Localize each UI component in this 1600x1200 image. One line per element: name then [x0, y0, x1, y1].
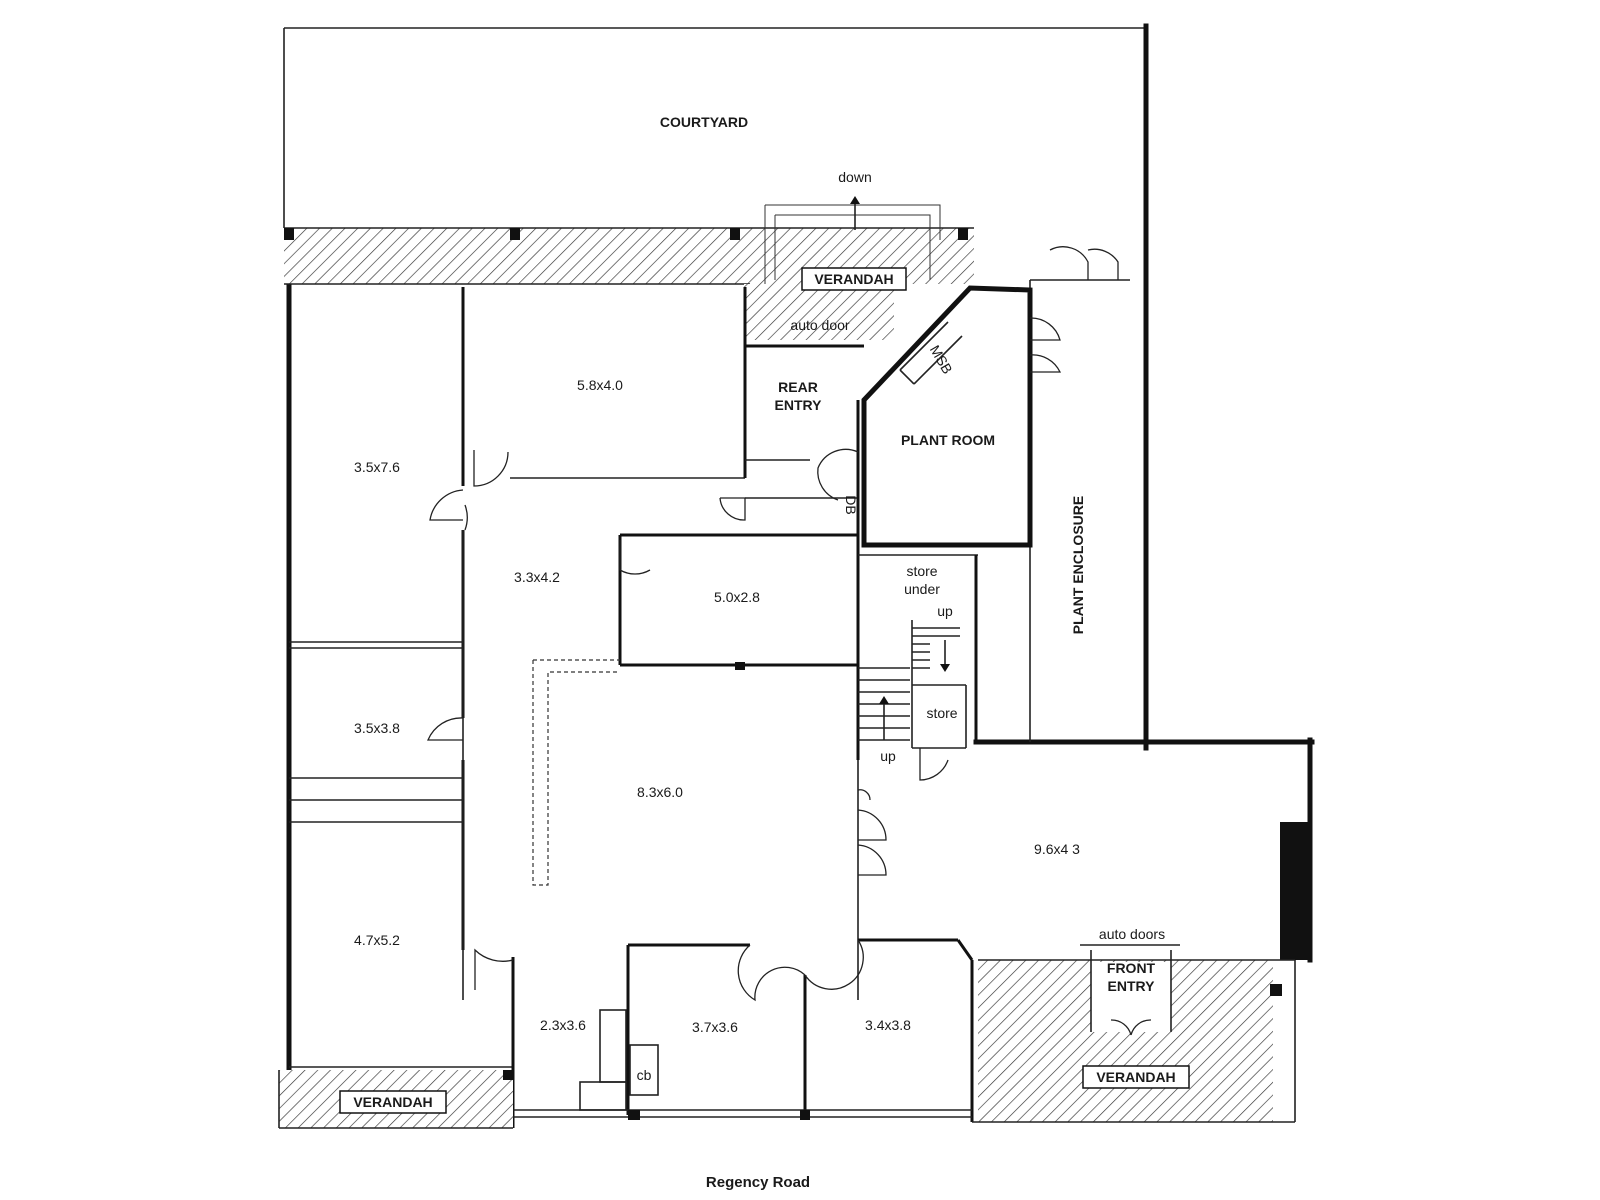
db-label: DB — [843, 495, 859, 514]
room-50x28-label: 5.0x2.8 — [714, 589, 760, 605]
up-top-label: up — [937, 603, 953, 619]
room-37x36-label: 3.7x3.6 — [692, 1019, 738, 1035]
room-47x52-label: 4.7x5.2 — [354, 932, 400, 948]
room-33x42-label: 3.3x4.2 — [514, 569, 560, 585]
front-verandah — [972, 944, 1295, 1123]
street-label: Regency Road — [706, 1174, 810, 1191]
verandah-front-box — [1082, 1065, 1190, 1089]
front-entry-label-2: ENTRY — [1108, 978, 1156, 994]
doors — [427, 246, 1119, 1002]
front-entry-label-1: FRONT — [1107, 960, 1156, 976]
verandah-rear-label: VERANDAH — [814, 271, 893, 287]
room-34x38-label: 3.4x3.8 — [865, 1017, 911, 1033]
courtyard-label: COURTYARD — [660, 114, 748, 130]
plant-room-label: PLANT ROOM — [901, 432, 995, 448]
up-bottom-label: up — [880, 748, 896, 764]
verandah-rear-box — [801, 267, 907, 291]
counter-outline — [532, 659, 620, 886]
room-58x40-label: 5.8x4.0 — [577, 377, 623, 393]
main-walls — [286, 279, 1315, 1128]
verandah-left-box — [339, 1090, 447, 1114]
courtyard-area — [283, 23, 1149, 751]
room-35x38-label: 3.5x3.8 — [354, 720, 400, 736]
rear-entry-label-2: ENTRY — [775, 397, 823, 413]
stairs — [858, 627, 960, 741]
store-label: store — [926, 705, 957, 721]
auto-doors-label: auto doors — [1099, 926, 1165, 942]
plant-room — [861, 285, 1033, 548]
labels: COURTYARD down VERANDAH auto door MSB RE… — [339, 114, 1190, 1191]
room-23x36-label: 2.3x3.6 — [540, 1017, 586, 1033]
down-label: down — [838, 169, 871, 185]
plant-enclosure-label: PLANT ENCLOSURE — [1070, 496, 1086, 634]
rear-verandah-extension — [744, 284, 894, 340]
room-83x60-label: 8.3x6.0 — [637, 784, 683, 800]
room-35x76-label: 3.5x7.6 — [354, 459, 400, 475]
rear-entry-label-1: REAR — [778, 379, 818, 395]
auto-door-label: auto door — [790, 317, 849, 333]
cb-label: cb — [637, 1067, 652, 1083]
room-96x43-label: 9.6x4 3 — [1034, 841, 1080, 857]
verandah-front-label: VERANDAH — [1096, 1069, 1175, 1085]
verandah-left-label: VERANDAH — [353, 1094, 432, 1110]
store-under-label-2: under — [904, 581, 940, 597]
store-under-label-1: store — [906, 563, 937, 579]
